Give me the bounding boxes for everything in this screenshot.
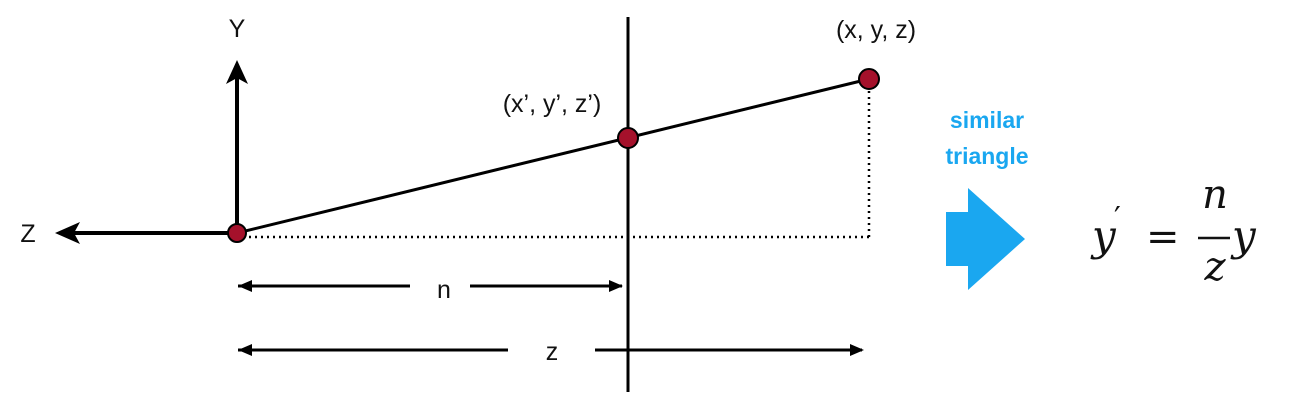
- far-point: [858, 68, 880, 90]
- near-point-label: (x’, y’, z’): [503, 90, 602, 118]
- z-axis-label: Z: [20, 220, 35, 248]
- far-point-label: (x, y, z): [836, 16, 916, 44]
- y-axis-label: Y: [229, 15, 246, 43]
- z-dimension-label: z: [546, 338, 559, 366]
- annotation-line1: similar: [950, 107, 1024, 133]
- n-dimension-left-arrowhead: [238, 280, 252, 292]
- n-dimension-right-arrowhead: [609, 280, 623, 292]
- formula-prime: ′: [1114, 201, 1121, 236]
- formula-lhs: y: [1090, 211, 1117, 260]
- right-arrow-icon: [946, 188, 1025, 290]
- projection-ray: [236, 77, 870, 235]
- formula-denominator: z: [1203, 244, 1226, 290]
- z-dimension-left-arrowhead: [238, 344, 252, 356]
- near-point: [617, 127, 639, 149]
- formula: y ′ = n z y: [1090, 172, 1257, 290]
- n-dimension-label: n: [437, 276, 451, 304]
- formula-numerator: n: [1202, 172, 1228, 218]
- z-axis-arrowhead: [55, 222, 80, 244]
- z-dimension-right-arrowhead: [850, 344, 864, 356]
- origin-point: [227, 223, 247, 243]
- annotation-line2: triangle: [945, 143, 1028, 169]
- y-axis-arrowhead: [226, 60, 248, 84]
- formula-rhs: y: [1230, 211, 1257, 260]
- formula-equals: =: [1146, 214, 1180, 260]
